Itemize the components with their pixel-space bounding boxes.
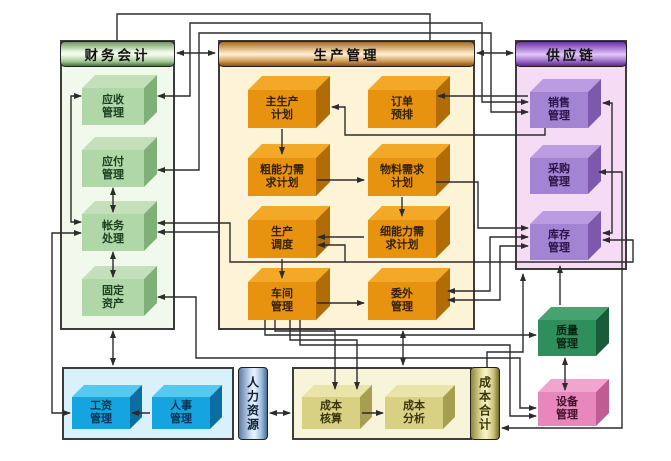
production-title: 生产管理 [313, 48, 380, 64]
box-label: 主生产计划 [248, 90, 316, 128]
box-label: 帐务处理 [82, 214, 144, 251]
connector [116, 13, 431, 40]
box-label: 设备管理 [538, 392, 596, 426]
box-label: 人事管理 [152, 397, 210, 429]
box-label: 应付管理 [82, 150, 144, 187]
supply-chain-title: 供应链 [546, 48, 596, 64]
box-label: 固定资产 [82, 279, 144, 316]
supply-chain-header: 供应链 [515, 41, 627, 67]
box-label: 质量管理 [538, 320, 596, 356]
box-label: 车间管理 [248, 282, 316, 320]
box-label: 成本核算 [302, 397, 360, 429]
box-label: 细能力需求计划 [368, 220, 436, 258]
box-label: 生产调度 [248, 220, 316, 258]
finance-title: 财务会计 [84, 48, 151, 64]
cost-total-label: 成本合计 [477, 375, 492, 432]
box-label: 应收管理 [82, 88, 144, 125]
box-label: 成本分析 [385, 397, 443, 429]
finance-header: 财务会计 [60, 41, 175, 67]
cost-total-bar: 成本合计 [470, 367, 500, 440]
box-label: 粗能力需求计划 [248, 158, 316, 196]
box-label: 工资管理 [72, 397, 130, 429]
box-label: 采购管理 [530, 158, 588, 194]
box-label: 委外管理 [368, 282, 436, 320]
connector [486, 273, 526, 367]
production-header: 生产管理 [218, 41, 475, 67]
box-label: 订单预排 [368, 90, 436, 128]
human-resources-label: 人力资源 [245, 375, 260, 432]
box-label: 库存管理 [530, 224, 588, 260]
box-label: 物料需求计划 [368, 158, 436, 196]
box-label: 销售管理 [530, 92, 588, 128]
human-resources-bar: 人力资源 [238, 367, 268, 440]
